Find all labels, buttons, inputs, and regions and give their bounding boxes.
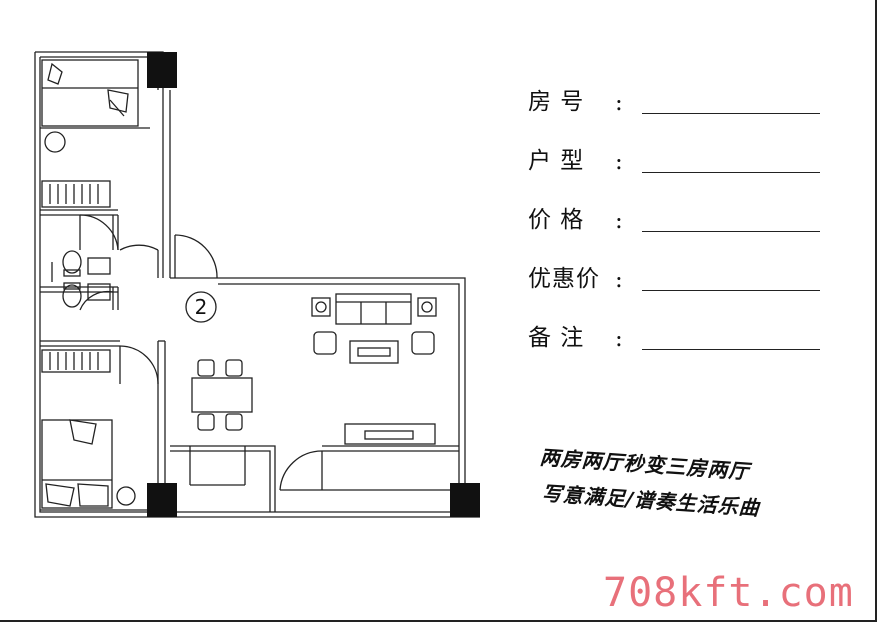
field-colon: : <box>615 326 623 352</box>
unit-number-circle <box>185 291 217 323</box>
fan-icon <box>44 131 66 153</box>
bed-bottom <box>41 419 113 509</box>
field-colon: : <box>615 267 623 293</box>
field-colon: : <box>615 208 623 234</box>
field-label: 备 注 <box>528 325 585 351</box>
field-layout-type: 户 型 : <box>528 145 828 177</box>
watermark: 708kft.com <box>603 570 854 616</box>
field-label: 房 号 <box>528 89 585 115</box>
bed-top <box>41 59 139 127</box>
blank-line[interactable] <box>642 172 820 173</box>
field-discount-price: 优惠价 : <box>528 263 828 295</box>
bathroom-fixtures <box>51 250 111 308</box>
sofa-set <box>311 293 437 364</box>
field-label: 价 格 <box>528 207 585 233</box>
wardrobe-top <box>41 180 111 208</box>
field-label: 户 型 <box>528 148 585 174</box>
dining-set <box>191 359 253 431</box>
unit-number: 2 <box>195 295 208 319</box>
field-room-number: 房 号 : <box>528 86 828 118</box>
blank-line[interactable] <box>642 231 820 232</box>
floor-plan: 2 <box>34 51 480 518</box>
field-colon: : <box>615 149 623 175</box>
doors <box>79 214 323 491</box>
field-colon: : <box>615 90 623 116</box>
blank-line[interactable] <box>642 113 820 114</box>
blank-line[interactable] <box>642 290 820 291</box>
field-remarks: 备 注 : <box>528 322 828 354</box>
blank-line[interactable] <box>642 349 820 350</box>
tv-cabinet <box>344 423 436 445</box>
fan-icon <box>116 486 136 506</box>
field-label: 优惠价 <box>528 266 600 292</box>
field-price: 价 格 : <box>528 204 828 236</box>
wardrobe-bottom <box>41 349 111 373</box>
walls <box>34 51 480 518</box>
columns <box>147 52 480 517</box>
